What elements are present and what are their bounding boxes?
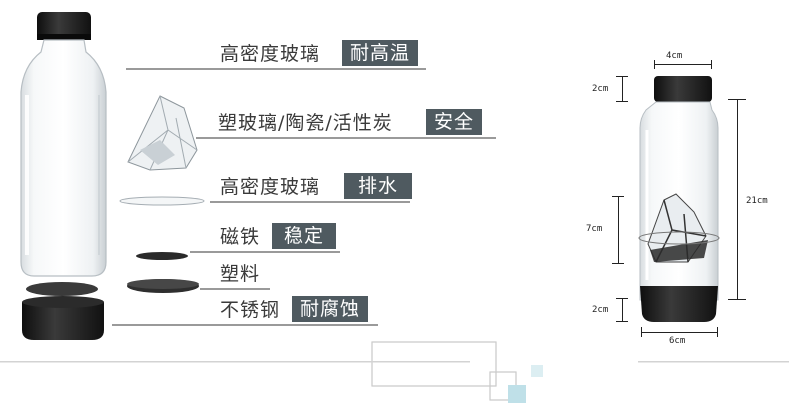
part-tag-3: 排水 xyxy=(344,173,413,199)
cap-width-dim: 4cm xyxy=(666,51,683,61)
leader-line-5 xyxy=(200,288,270,290)
dimensioned-bottle xyxy=(638,76,720,322)
glass-bottle-body xyxy=(20,39,107,277)
decorative-squares xyxy=(371,341,543,403)
leader-line-1 xyxy=(126,68,426,70)
bottle-cap xyxy=(37,12,91,40)
part-label-5: 塑料 xyxy=(220,263,261,285)
part-label-1: 高密度玻璃 xyxy=(220,43,321,65)
steel-base xyxy=(22,282,104,340)
base-width-dim: 6cm xyxy=(669,336,686,346)
cap-height-dim: 2cm xyxy=(592,84,609,94)
part-tag-4: 稳定 xyxy=(272,223,337,249)
part-tag-6: 耐腐蚀 xyxy=(292,296,369,322)
cap-height-line xyxy=(622,76,623,102)
total-height-dim: 21cm xyxy=(746,196,768,206)
base-height-dim: 2cm xyxy=(592,305,609,315)
footer-rule-right xyxy=(638,361,789,363)
leader-line-4 xyxy=(190,251,340,253)
magnet-disc xyxy=(136,252,188,260)
part-tag-1: 耐高温 xyxy=(342,40,419,66)
part-label-4: 磁铁 xyxy=(220,226,261,248)
leader-line-6 xyxy=(112,324,378,326)
glass-disc xyxy=(119,196,205,206)
cap-width-line xyxy=(654,64,712,65)
total-height-line xyxy=(737,99,738,300)
part-tag-2: 安全 xyxy=(426,109,483,135)
part-label-2: 塑玻璃/陶瓷/活性炭 xyxy=(218,112,393,134)
footer-rule-left xyxy=(0,361,470,363)
crystal-filter xyxy=(127,95,198,171)
leader-line-3 xyxy=(210,201,410,203)
part-label-3: 高密度玻璃 xyxy=(220,176,321,198)
filter-height-line xyxy=(618,196,619,264)
part-label-6: 不锈钢 xyxy=(220,299,281,321)
leader-line-2 xyxy=(196,137,496,139)
base-height-line xyxy=(622,298,623,322)
base-width-line xyxy=(641,332,718,333)
filter-height-dim: 7cm xyxy=(586,224,603,234)
